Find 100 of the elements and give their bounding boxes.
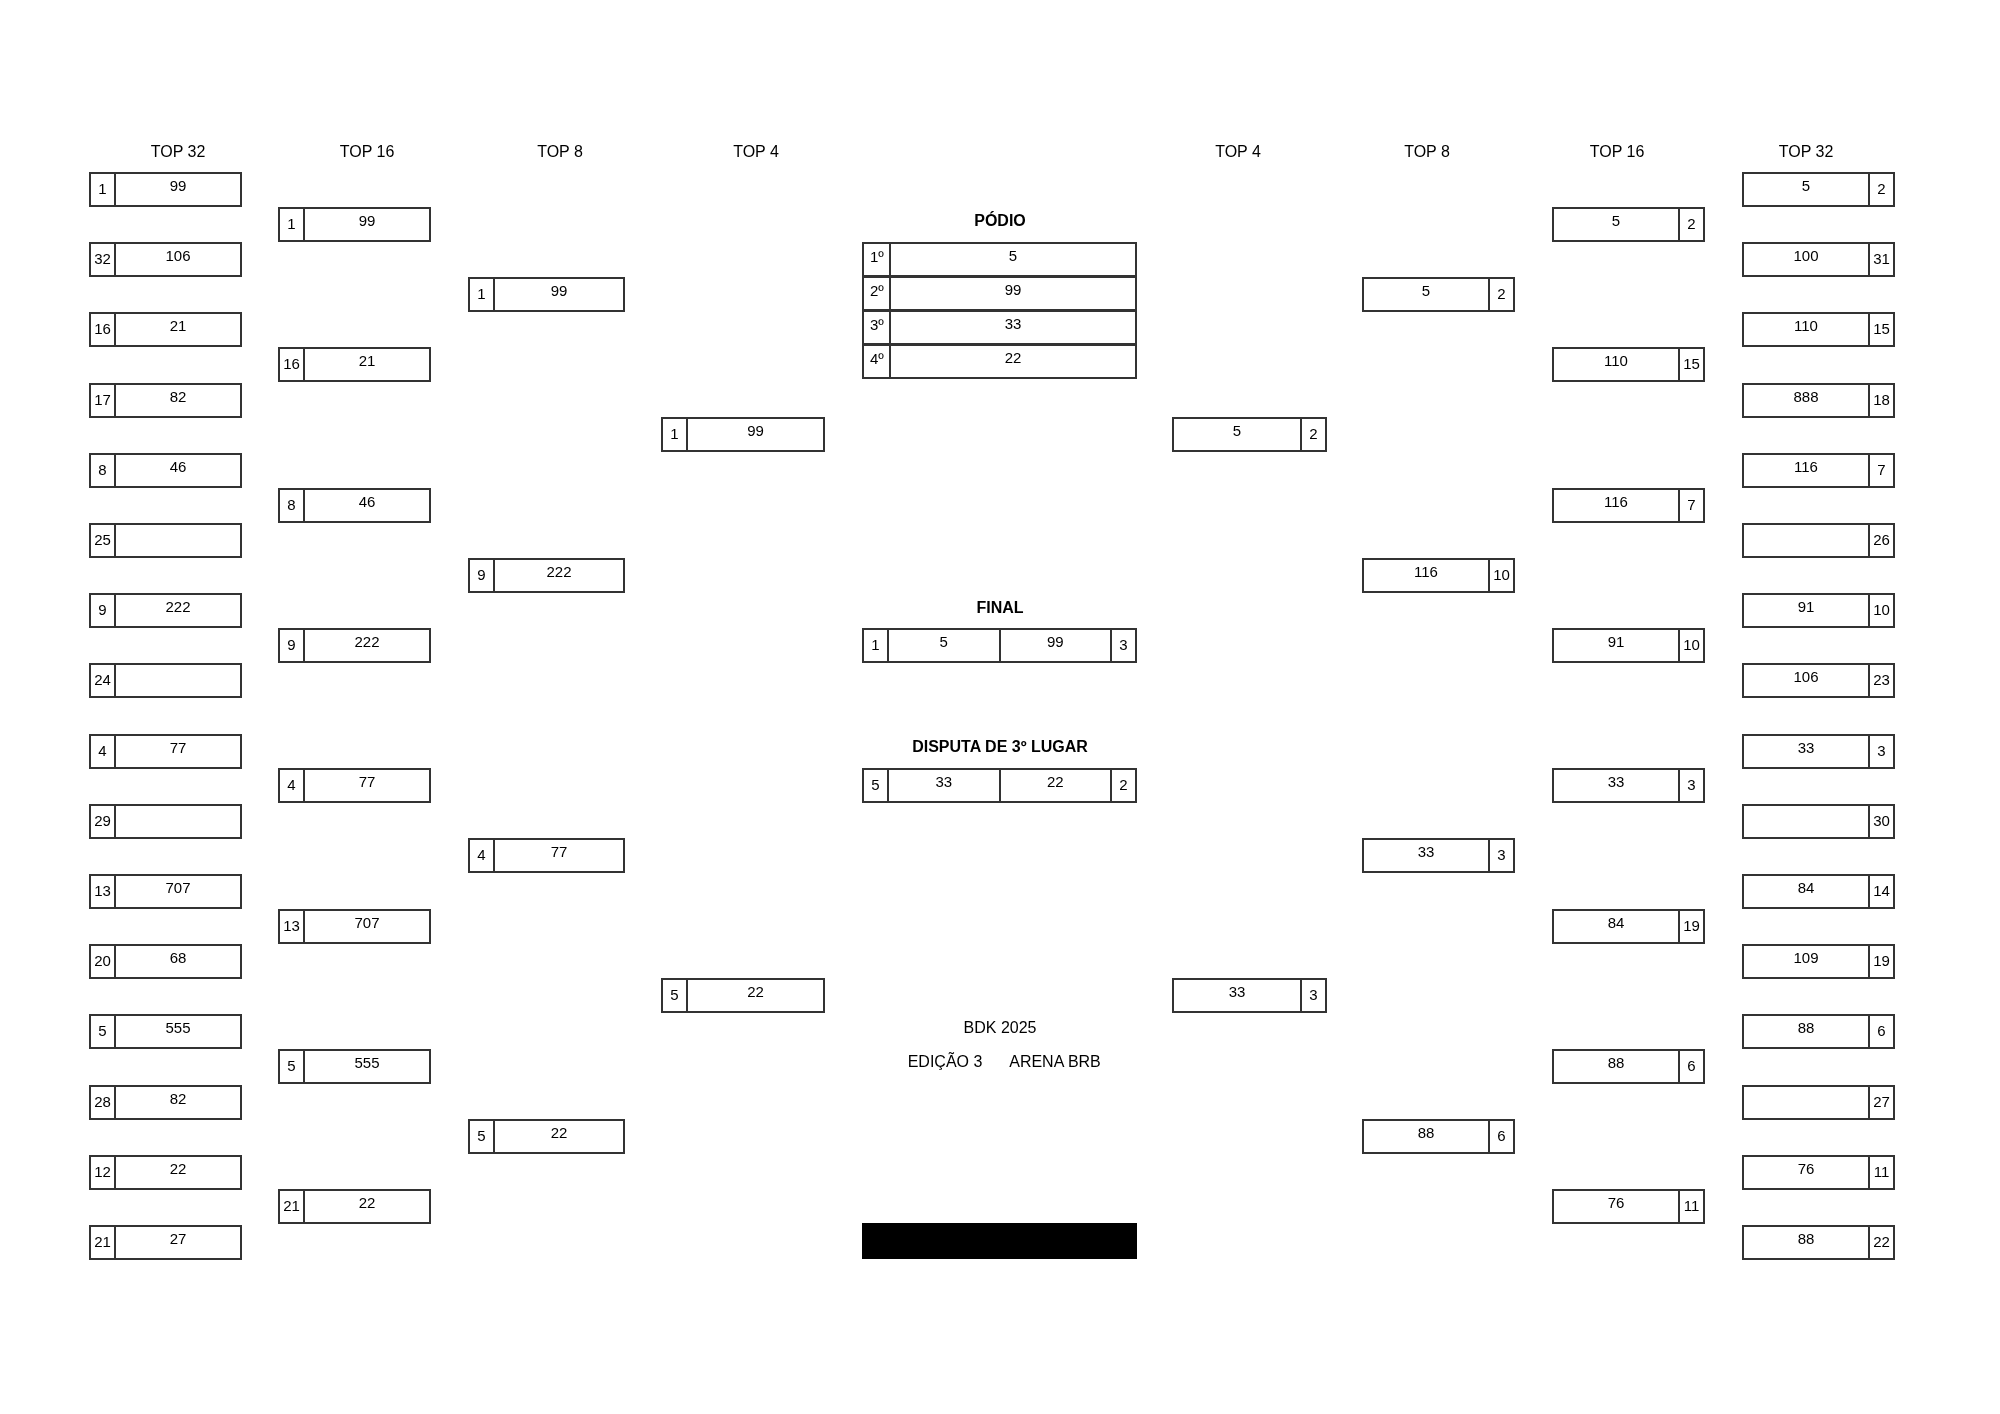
player-number: 46 [168, 457, 188, 478]
bracket-slot [278, 768, 431, 803]
player-number: 84 [1606, 913, 1626, 934]
seed-number: 1 [663, 419, 688, 450]
bracket-slot [1742, 172, 1895, 207]
bracket-slot [1172, 978, 1327, 1013]
seed-number: 1 [470, 279, 495, 310]
bracket-slot [278, 347, 431, 382]
player-number: 100 [1792, 246, 1820, 267]
section-heading: FINAL [976, 598, 1024, 618]
bracket-slot [1742, 1155, 1895, 1190]
seed-number: 23 [1868, 665, 1893, 696]
player-number: 88 [1796, 1229, 1816, 1250]
seed-number: 32 [91, 244, 116, 275]
seed-number: 11 [1868, 1157, 1893, 1188]
player-number: 109 [1792, 948, 1820, 969]
podium-row [862, 344, 1137, 379]
seed-number: 9 [91, 595, 116, 626]
podium-row [862, 276, 1137, 311]
player-number: 21 [168, 316, 188, 337]
seed-number: 10 [1488, 560, 1513, 591]
bracket-slot [1742, 453, 1895, 488]
bracket-slot [1552, 207, 1705, 242]
seed-number: 3 [1868, 736, 1893, 767]
player-number: 5 [889, 630, 1001, 661]
player-number: 88 [1606, 1053, 1626, 1074]
player-number: 27 [168, 1229, 188, 1250]
bracket-slot [1742, 1014, 1895, 1049]
column-heading: TOP 8 [537, 142, 583, 162]
seed-number: 11 [1678, 1191, 1703, 1222]
bracket-slot [89, 804, 242, 839]
bracket-slot [278, 628, 431, 663]
bracket-slot [1742, 1085, 1895, 1120]
bracket-slot [278, 207, 431, 242]
player-number: 5 [1610, 211, 1622, 232]
seed-number: 8 [91, 455, 116, 486]
player-number: 5 [1231, 421, 1243, 442]
bracket-slot [89, 312, 242, 347]
bracket-slot [468, 558, 625, 593]
player-number: 110 [1793, 316, 1819, 337]
bracket-slot [1742, 874, 1895, 909]
seed-number: 9 [280, 630, 305, 661]
player-number: 91 [1796, 597, 1816, 618]
player-number: 99 [746, 421, 765, 442]
bracket-slot [1742, 312, 1895, 347]
bracket-slot [1362, 558, 1515, 593]
seed-number: 21 [280, 1191, 305, 1222]
column-heading: TOP 4 [1215, 142, 1261, 162]
player-number: 99 [1045, 632, 1065, 653]
player-number: 99 [1003, 280, 1023, 301]
seed-number: 28 [91, 1087, 116, 1118]
bracket-slot [1742, 593, 1895, 628]
column-heading: ARENA BRB [1009, 1052, 1101, 1072]
bracket-slot [89, 1225, 242, 1260]
player-number: 76 [1796, 1159, 1816, 1180]
seed-number: 9 [470, 560, 495, 591]
bracket-slot [89, 1085, 242, 1120]
seed-number: 1 [91, 174, 116, 205]
player-number: 82 [168, 1089, 188, 1110]
player-number: 77 [168, 738, 188, 759]
bracket-slot [89, 944, 242, 979]
column-heading: BDK 2025 [963, 1018, 1037, 1038]
player-number: 22 [168, 1159, 188, 1180]
bracket-slot [1362, 1119, 1515, 1154]
player-number: 707 [164, 878, 192, 899]
bracket-slot [661, 417, 825, 452]
seed-number: 22 [1868, 1227, 1893, 1258]
bracket-slot [89, 734, 242, 769]
player-number: 99 [168, 176, 188, 197]
bracket-slot [1552, 909, 1705, 944]
bracket-slot [1552, 628, 1705, 663]
seed-number: 6 [1488, 1121, 1513, 1152]
player-number: 5 [1007, 246, 1019, 267]
bracket-slot [468, 1119, 625, 1154]
seed-number: 30 [1868, 806, 1893, 837]
player-number: 116 [1413, 562, 1439, 583]
player-number: 84 [1796, 878, 1816, 899]
player-number: 82 [168, 387, 188, 408]
player-number: 46 [357, 492, 377, 513]
player-number: 33 [889, 770, 1001, 801]
bracket-slot [1552, 1189, 1705, 1224]
bracket-slot [89, 172, 242, 207]
player-number: 99 [357, 211, 377, 232]
seed-number: 13 [91, 876, 116, 907]
player-number: 106 [164, 246, 192, 267]
player-number: 77 [357, 772, 377, 793]
player-number: 5 [1800, 176, 1812, 197]
podium-row [862, 242, 1137, 277]
player-number: 77 [549, 842, 569, 863]
seed-number: 6 [1678, 1051, 1703, 1082]
bracket-slot [89, 383, 242, 418]
seed-number: 1 [280, 209, 305, 240]
player-number: 33 [1003, 314, 1023, 335]
bracket-slot [278, 1049, 431, 1084]
seed-number: 24 [91, 665, 116, 696]
bracket-slot [661, 978, 825, 1013]
seed-number: 3 [1678, 770, 1703, 801]
match-row [862, 628, 1137, 663]
seed-number: 31 [1868, 244, 1893, 275]
bracket-slot [278, 909, 431, 944]
